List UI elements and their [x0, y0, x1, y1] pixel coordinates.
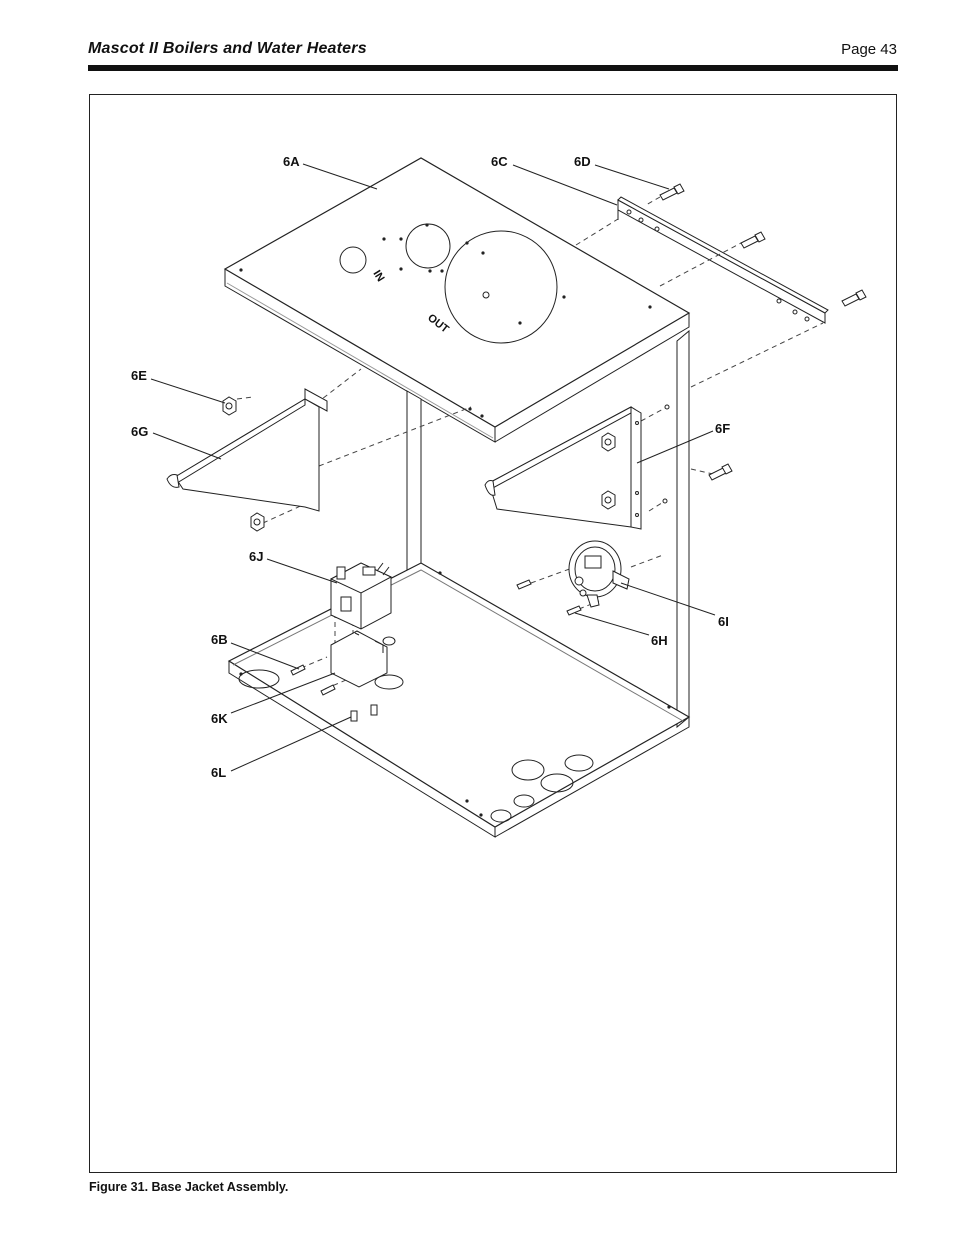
right-burner-bracket — [484, 404, 670, 530]
callout-6D: 6D — [574, 154, 591, 169]
transformer — [329, 562, 393, 630]
standoffs — [350, 704, 378, 722]
top-panel-small-hole — [339, 246, 367, 274]
callout-6E: 6E — [131, 368, 147, 383]
top-panel-outlet-hole — [444, 230, 558, 344]
switch-screws — [516, 579, 582, 616]
base-jacket-assembly-diagram: IN OUT 6A 6C 6D 6E 6G 6F 6J 6B 6I 6H 6K … — [131, 154, 867, 838]
top-panel — [223, 157, 691, 443]
callout-6I: 6I — [718, 614, 729, 629]
callout-6J: 6J — [249, 549, 263, 564]
callout-6C: 6C — [491, 154, 508, 169]
side-screw — [708, 463, 733, 481]
base-pan — [227, 562, 691, 838]
bracket-screws — [659, 183, 867, 307]
callout-6L: 6L — [211, 765, 226, 780]
rear-bracket-bar — [617, 196, 829, 324]
document-title: Mascot II Boilers and Water Heaters — [88, 40, 367, 57]
pressure-switch — [568, 540, 630, 608]
figure-frame: IN OUT 6A 6C 6D 6E 6G 6F 6J 6B 6I 6H 6K … — [89, 94, 897, 1173]
page-number: Page 43 — [841, 41, 897, 58]
left-burner-bracket — [166, 388, 328, 512]
plate-screws — [290, 664, 336, 696]
callout-6H: 6H — [651, 633, 668, 648]
callout-6K: 6K — [211, 711, 228, 726]
alignment-lines — [236, 196, 824, 690]
bracket-nuts — [222, 396, 265, 532]
header-rule — [88, 65, 898, 71]
transformer-mounting-plate — [330, 630, 388, 688]
callout-6F: 6F — [715, 421, 730, 436]
leader-lines — [150, 163, 716, 772]
callout-6B: 6B — [211, 632, 228, 647]
inlet-panel-label: IN — [370, 268, 386, 284]
callout-6G: 6G — [131, 424, 148, 439]
callout-6A: 6A — [283, 154, 300, 169]
figure-caption: Figure 31. Base Jacket Assembly. — [89, 1180, 289, 1194]
